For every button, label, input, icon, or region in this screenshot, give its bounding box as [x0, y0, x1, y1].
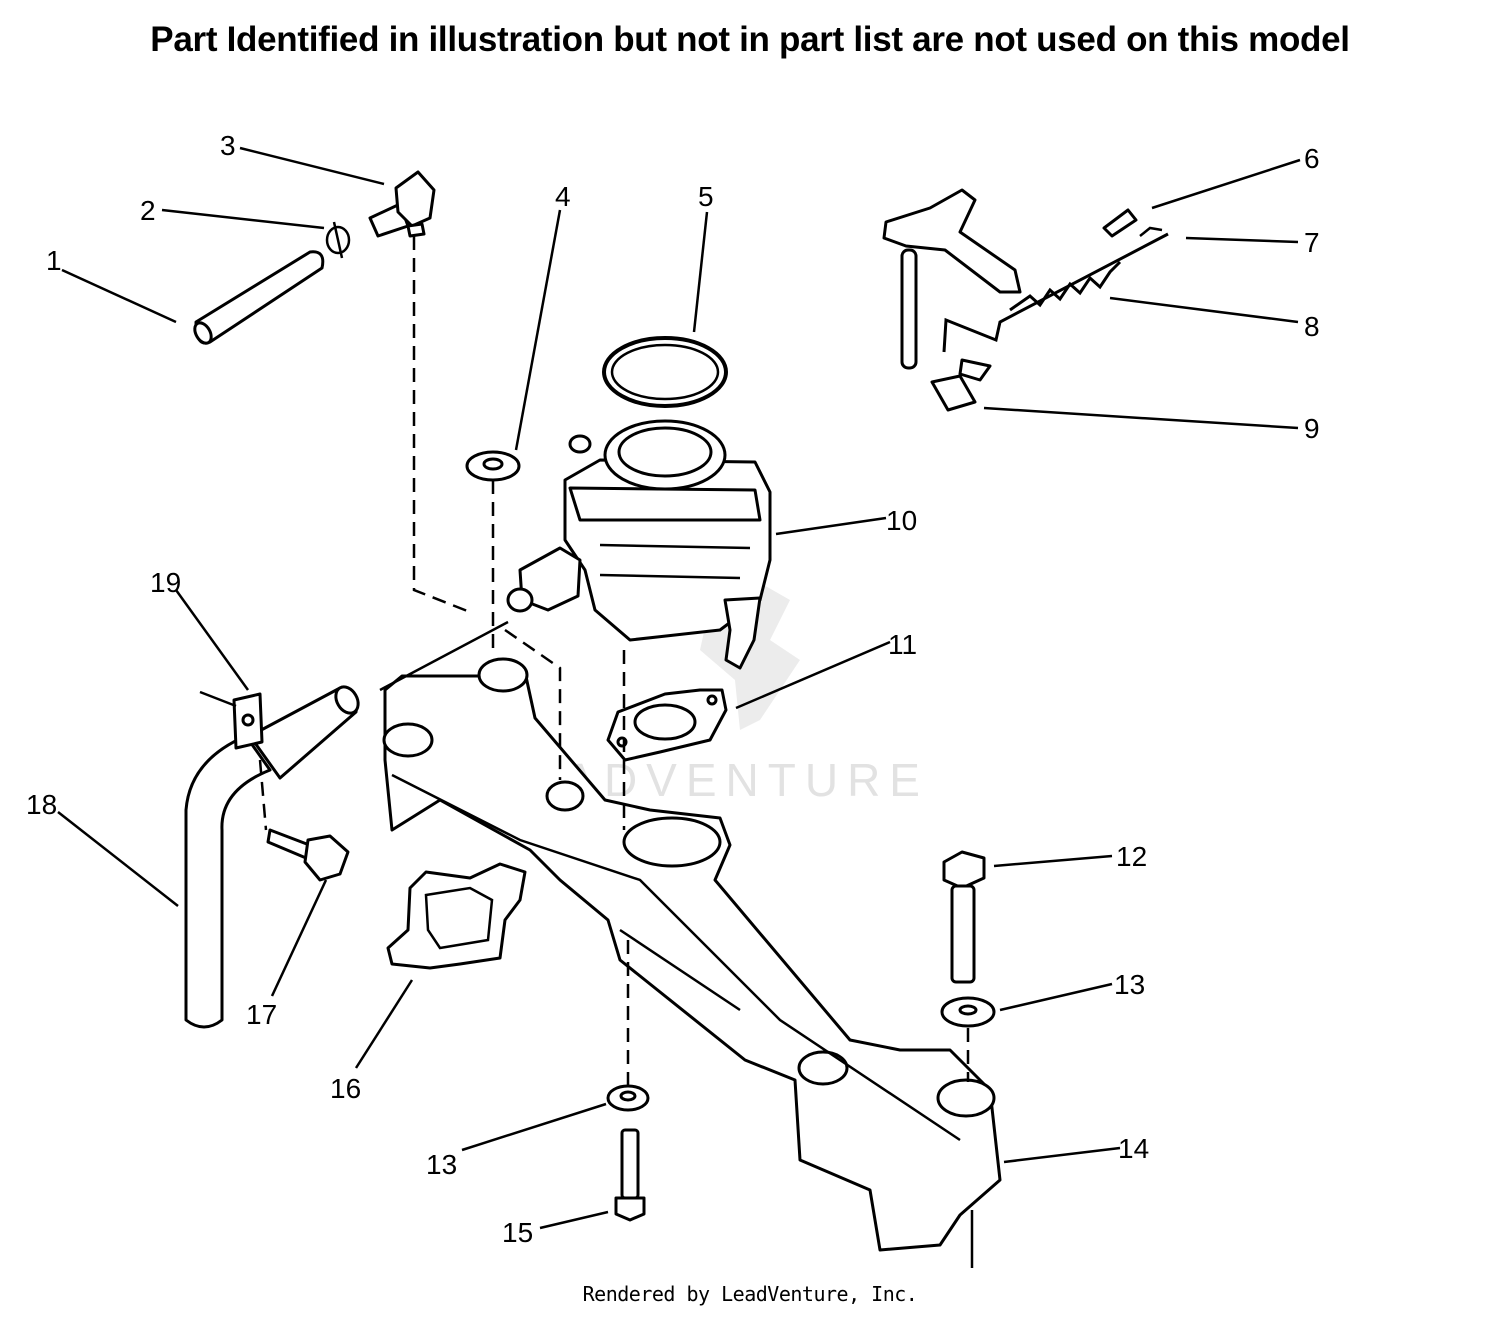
callout-1: 1	[46, 245, 62, 276]
part-12-bolt[interactable]	[942, 850, 986, 984]
callout-12: 12	[1116, 841, 1147, 872]
part-6-screw[interactable]	[1102, 208, 1138, 238]
part-15-bolt[interactable]	[614, 1128, 646, 1222]
part-9-clip[interactable]	[930, 358, 992, 412]
part-1-fuel-hose[interactable]	[191, 250, 325, 346]
part-7-linkage-rod[interactable]	[942, 226, 1169, 353]
callout-2: 2	[140, 195, 156, 226]
part-3-elbow-fitting[interactable]	[368, 170, 436, 238]
part-2-hose-clamp[interactable]	[325, 221, 351, 259]
callout-10: 10	[886, 505, 917, 536]
part-4-washer[interactable]	[465, 450, 521, 482]
callout-9: 9	[1304, 413, 1320, 444]
part-19-bracket[interactable]	[199, 690, 264, 750]
part-13-washer-lower[interactable]	[606, 1084, 650, 1112]
part-8-spring[interactable]	[1009, 260, 1122, 312]
callout-16: 16	[330, 1073, 361, 1104]
callout-14: 14	[1118, 1133, 1149, 1164]
alignment-lines	[258, 236, 974, 1268]
callout-13-lower: 13	[426, 1149, 457, 1180]
callout-13-upper: 13	[1114, 969, 1145, 1000]
callout-11: 11	[888, 629, 917, 660]
callout-17: 17	[246, 999, 277, 1030]
callout-labels: 1 2 3 4 5 6 7 8 9 10 11 12 13 13 14 15 1…	[26, 130, 1320, 1248]
callout-4: 4	[555, 181, 571, 212]
part-18-fuel-tube[interactable]	[184, 683, 363, 1029]
callout-19: 19	[150, 567, 181, 598]
callout-5: 5	[698, 181, 714, 212]
callout-6: 6	[1304, 143, 1320, 174]
part-throttle-lever-plate[interactable]	[882, 188, 1022, 370]
footer-credit: Rendered by LeadVenture, Inc.	[582, 1282, 918, 1306]
callout-3: 3	[220, 130, 236, 161]
callout-7: 7	[1304, 227, 1320, 258]
part-11-carburetor-gasket[interactable]	[606, 688, 728, 762]
part-13-washer-upper[interactable]	[940, 996, 996, 1028]
callout-15: 15	[502, 1217, 533, 1248]
callout-18: 18	[26, 789, 57, 820]
leader-lines	[57, 146, 1301, 1230]
part-16-manifold-gasket[interactable]	[386, 862, 527, 970]
callout-8: 8	[1304, 311, 1320, 342]
part-5-gasket-ring[interactable]	[602, 336, 728, 408]
part-10-carburetor[interactable]	[506, 419, 772, 670]
page-title: Part Identified in illustration but not …	[150, 20, 1350, 59]
part-14-intake-manifold[interactable]	[382, 657, 1002, 1252]
part-17-bolt[interactable]	[266, 828, 350, 882]
